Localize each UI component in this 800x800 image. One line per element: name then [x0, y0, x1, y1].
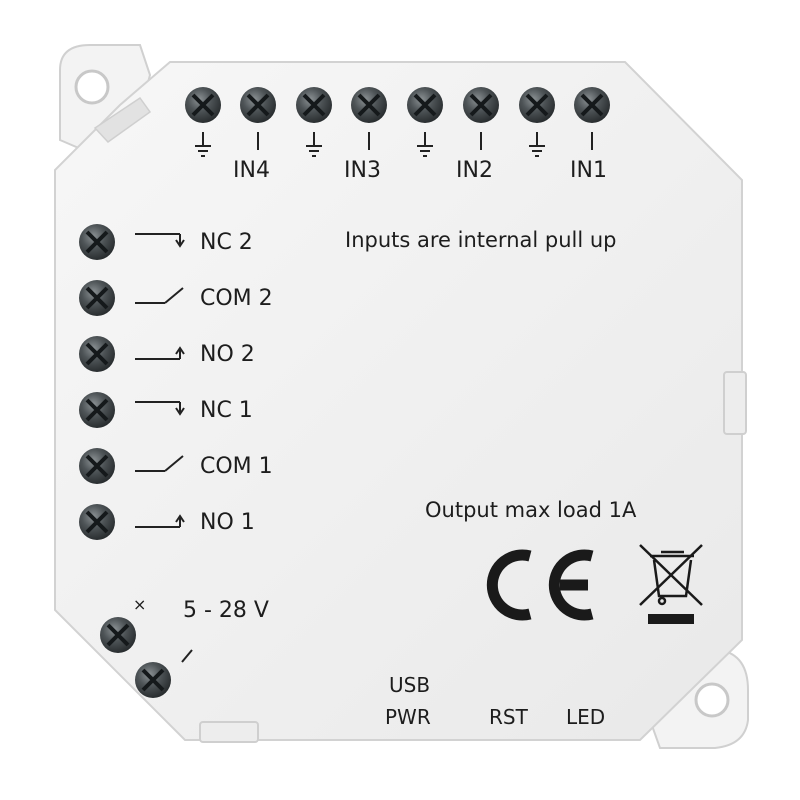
screw-terminal: [79, 336, 115, 372]
power-cross-mark: ×: [133, 595, 147, 614]
screw-terminal: [79, 448, 115, 484]
pwr-label: PWR: [385, 705, 431, 729]
screw-terminal: [519, 87, 555, 123]
crossed-out-wheelie-bin-icon: [639, 544, 703, 624]
nc-contact-icon: [135, 401, 185, 416]
com-contact-icon: [135, 455, 184, 472]
side-clip-right: [723, 371, 747, 435]
ground-icon: [529, 132, 545, 157]
screw-terminal: [79, 280, 115, 316]
screw-terminal: [240, 87, 276, 123]
relay-label-no1: NO 1: [200, 510, 255, 535]
com-contact-icon: [135, 287, 184, 304]
inputs-pull-up-note: Inputs are internal pull up: [345, 228, 617, 252]
usb-label: USB: [389, 673, 431, 697]
power-tick: [181, 649, 193, 663]
relay-label-nc2: NC 2: [200, 230, 253, 255]
screw-terminal: [100, 617, 136, 653]
screw-terminal: [296, 87, 332, 123]
screw-terminal: [79, 224, 115, 260]
top-terminal-row: [185, 87, 610, 123]
nc-contact-icon: [135, 233, 185, 248]
relay-label-com1: COM 1: [200, 454, 273, 479]
power-terminals: [100, 617, 193, 698]
no-contact-icon: [135, 514, 185, 528]
power-voltage-range: 5 - 28 V: [183, 598, 269, 623]
module-housing: [54, 61, 743, 741]
screw-terminal: [574, 87, 610, 123]
screw-terminal: [407, 87, 443, 123]
ground-icon: [417, 132, 433, 157]
rst-label: RST: [489, 705, 528, 729]
relay-terminal-column: [79, 224, 115, 540]
input-label-in3: IN3: [344, 158, 381, 183]
screw-terminal: [463, 87, 499, 123]
ground-icon: [306, 132, 322, 157]
relay-label-nc1: NC 1: [200, 398, 253, 423]
screw-terminal: [185, 87, 221, 123]
input-label-in2: IN2: [456, 158, 493, 183]
screw-terminal: [79, 392, 115, 428]
ground-icon: [195, 132, 211, 157]
screw-terminal: [351, 87, 387, 123]
output-max-load-note: Output max load 1A: [425, 498, 637, 522]
screw-terminal: [79, 504, 115, 540]
input-label-in1: IN1: [570, 158, 607, 183]
ce-mark-icon: [486, 549, 594, 621]
input-label-in4: IN4: [233, 158, 270, 183]
no-contact-icon: [135, 346, 185, 360]
corner-notch: [93, 96, 152, 143]
side-clip-bottom: [199, 721, 259, 743]
screw-terminal: [135, 662, 171, 698]
relay-label-no2: NO 2: [200, 342, 255, 367]
relay-label-com2: COM 2: [200, 286, 273, 311]
led-label: LED: [566, 705, 606, 729]
